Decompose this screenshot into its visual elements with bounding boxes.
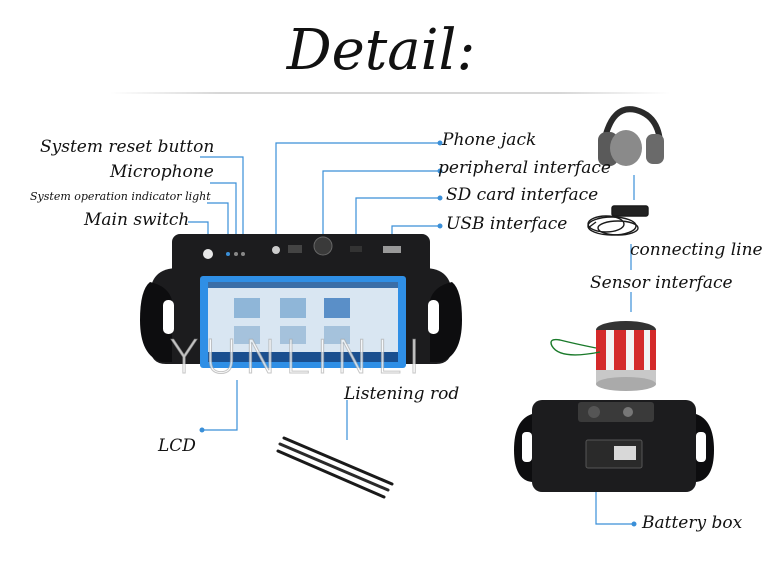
leader-battery-box: [595, 490, 632, 525]
leader-indicator-light: [207, 202, 229, 245]
label-listening-rod: Listening rod: [344, 384, 460, 404]
label-peripheral-interface: peripheral interface: [438, 158, 611, 178]
headphones: [598, 106, 664, 166]
label-lcd: LCD: [158, 436, 196, 456]
sensor: [550, 321, 656, 391]
listening-rod: [276, 436, 394, 499]
label-usb-interface: USB interface: [446, 214, 568, 234]
label-microphone: Microphone: [110, 162, 214, 182]
label-connecting-line: connecting line: [630, 240, 762, 260]
title-divider: [110, 92, 670, 94]
main-device: [140, 234, 462, 368]
label-system-reset-button: System reset button: [40, 137, 215, 157]
leader-phone-jack: [275, 142, 438, 246]
label-sensor-interface: Sensor interface: [590, 273, 733, 293]
leader-system-reset: [200, 156, 244, 240]
leader-microphone: [210, 182, 237, 244]
watermark-text: YUNLINLI: [170, 330, 427, 385]
label-phone-jack: Phone jack: [442, 130, 537, 150]
label-system-operation-indicator-light: System operation indicator light: [30, 190, 211, 203]
leader-peripheral: [322, 170, 438, 240]
battery-box-device: [514, 400, 714, 492]
leader-lcd: [204, 380, 238, 431]
label-battery-box: Battery box: [642, 513, 743, 533]
connecting-line-cable: [587, 205, 649, 236]
leader-sd-card: [355, 197, 438, 248]
label-sd-card-interface: SD card interface: [446, 185, 599, 205]
page-title: Detail:: [286, 18, 476, 83]
label-main-switch: Main switch: [84, 210, 190, 230]
